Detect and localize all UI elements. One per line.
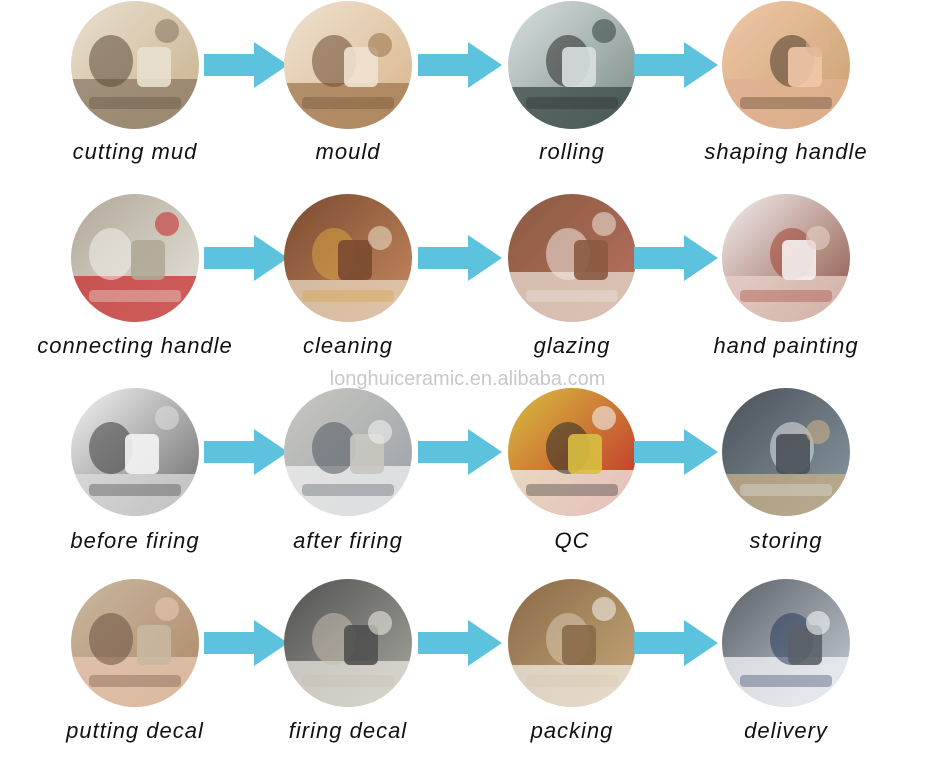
arrow-right-icon bbox=[204, 42, 288, 88]
arrow-right-icon bbox=[418, 235, 502, 281]
hands-glazing-mug-photo bbox=[508, 194, 636, 322]
delivery-truck-photo bbox=[722, 579, 850, 707]
step-label: after firing bbox=[293, 528, 403, 553]
packing-mugs-in-box-photo bbox=[508, 579, 636, 707]
factory-worker-cutting-clay-photo bbox=[71, 1, 199, 129]
arrow-right-icon bbox=[634, 620, 718, 666]
warehouse-storage-photo bbox=[722, 388, 850, 516]
step-label: delivery bbox=[744, 718, 828, 743]
arrow-right-icon bbox=[204, 429, 288, 475]
step-label: rolling bbox=[539, 139, 605, 164]
step-label: mould bbox=[315, 139, 381, 164]
step-label: storing bbox=[749, 528, 823, 553]
step-label: glazing bbox=[533, 333, 611, 358]
step-label: cutting mud bbox=[72, 139, 198, 164]
arrow-right-icon bbox=[204, 235, 288, 281]
step-label: shaping handle bbox=[704, 139, 868, 164]
step-label: putting decal bbox=[66, 718, 204, 743]
arrow-right-icon bbox=[418, 620, 502, 666]
watermark-text: longhuiceramic.en.alibaba.com bbox=[329, 368, 606, 390]
decal-kiln-conveyor-photo bbox=[284, 579, 412, 707]
hands-applying-decal-photo bbox=[71, 579, 199, 707]
step-label: firing decal bbox=[288, 718, 408, 743]
arrow-right-icon bbox=[634, 429, 718, 475]
step-label: cleaning bbox=[303, 333, 393, 358]
woman-hand-painting-photo bbox=[722, 194, 850, 322]
step-label: connecting handle bbox=[37, 333, 233, 358]
arrow-right-icon bbox=[204, 620, 288, 666]
step-label: before firing bbox=[70, 528, 200, 553]
clay-bowl-moulds-photo bbox=[284, 1, 412, 129]
mugs-with-handles-photo bbox=[71, 194, 199, 322]
worker-at-rolling-machine-photo bbox=[508, 1, 636, 129]
arrow-right-icon bbox=[418, 429, 502, 475]
step-label: packing bbox=[530, 718, 614, 743]
step-label: hand painting bbox=[713, 333, 859, 358]
kiln-carts-with-mugs-photo bbox=[284, 388, 412, 516]
arrow-right-icon bbox=[634, 235, 718, 281]
hands-shaping-handle-photo bbox=[722, 1, 850, 129]
sponge-cleaning-mug-photo bbox=[284, 194, 412, 322]
arrow-right-icon bbox=[418, 42, 502, 88]
unfired-white-mugs-photo bbox=[71, 388, 199, 516]
step-label: QC bbox=[554, 528, 590, 553]
gloved-hands-inspecting-mug-photo bbox=[508, 388, 636, 516]
arrow-right-icon bbox=[634, 42, 718, 88]
